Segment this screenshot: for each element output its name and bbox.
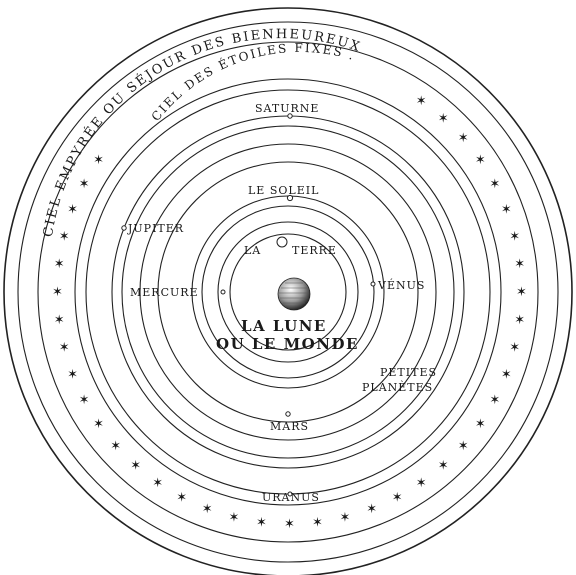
star-icon: ✶ xyxy=(176,490,187,505)
petites-planetes-label-line1: PETITES xyxy=(380,366,437,379)
mars-label: MARS xyxy=(270,420,309,433)
star-icon: ✶ xyxy=(52,285,63,300)
star-icon: ✶ xyxy=(110,439,121,454)
star-icon: ✶ xyxy=(340,510,351,525)
soleil-label: LE SOLEIL xyxy=(248,184,319,197)
uranus-label: URANUS xyxy=(262,491,320,504)
star-icon: ✶ xyxy=(79,177,90,192)
star-icon: ✶ xyxy=(489,393,500,408)
empyrean-title-path: CIEL EMPYRÉE OU SÉJOUR DES BIENHEUREUX xyxy=(41,27,363,238)
center-line2: OU LE MONDE xyxy=(216,335,359,353)
star-icon: ✶ xyxy=(514,313,525,328)
star-icon: ✶ xyxy=(67,367,78,382)
moon-sphere xyxy=(278,278,310,310)
star-icon: ✶ xyxy=(67,203,78,218)
terre-label: TERRE xyxy=(292,244,337,257)
terre-marker xyxy=(277,237,287,247)
star-icon: ✶ xyxy=(416,94,427,109)
star-icon: ✶ xyxy=(202,502,213,517)
star-icon: ✶ xyxy=(509,230,520,245)
center-line1: LA LUNE xyxy=(241,317,327,335)
star-icon: ✶ xyxy=(152,476,163,491)
star-icon: ✶ xyxy=(312,515,323,530)
star-icon: ✶ xyxy=(438,459,449,474)
star-icon: ✶ xyxy=(54,313,65,328)
star-icon: ✶ xyxy=(501,203,512,218)
mars-marker xyxy=(286,412,290,416)
star-icon: ✶ xyxy=(458,439,469,454)
star-icon: ✶ xyxy=(416,476,427,491)
star-icon: ✶ xyxy=(256,515,267,530)
star-icon: ✶ xyxy=(501,367,512,382)
star-icon: ✶ xyxy=(509,341,520,356)
star-icon: ✶ xyxy=(514,257,525,272)
star-icon: ✶ xyxy=(458,131,469,146)
star-icon: ✶ xyxy=(392,490,403,505)
star-icon: ✶ xyxy=(475,153,486,168)
star-icon: ✶ xyxy=(475,417,486,432)
star-icon: ✶ xyxy=(489,177,500,192)
venus-marker xyxy=(371,282,375,286)
star-icon: ✶ xyxy=(516,285,527,300)
venus-label: VÉNUS xyxy=(377,278,425,292)
jupiter-marker xyxy=(122,226,126,230)
star-icon: ✶ xyxy=(130,459,141,474)
mercure-label: MERCURE xyxy=(130,286,199,299)
jupiter-label: JUPITER xyxy=(127,222,184,235)
star-icon: ✶ xyxy=(366,502,377,517)
star-icon: ✶ xyxy=(54,257,65,272)
petites-planetes-label-line2: PLANÈTES xyxy=(362,380,433,394)
saturne-label: SATURNE xyxy=(255,102,319,115)
mercure-marker xyxy=(221,290,225,294)
empyrean-title: CIEL EMPYRÉE OU SÉJOUR DES BIENHEUREUX xyxy=(41,27,363,238)
star-icon: ✶ xyxy=(59,341,70,356)
star-icon: ✶ xyxy=(229,510,240,525)
star-icon: ✶ xyxy=(93,153,104,168)
terre-la-label: LA xyxy=(244,244,261,257)
star-icon: ✶ xyxy=(59,230,70,245)
star-icon: ✶ xyxy=(284,517,295,532)
star-icon: ✶ xyxy=(79,393,90,408)
star-icon: ✶ xyxy=(93,417,104,432)
star-icon: ✶ xyxy=(438,111,449,126)
